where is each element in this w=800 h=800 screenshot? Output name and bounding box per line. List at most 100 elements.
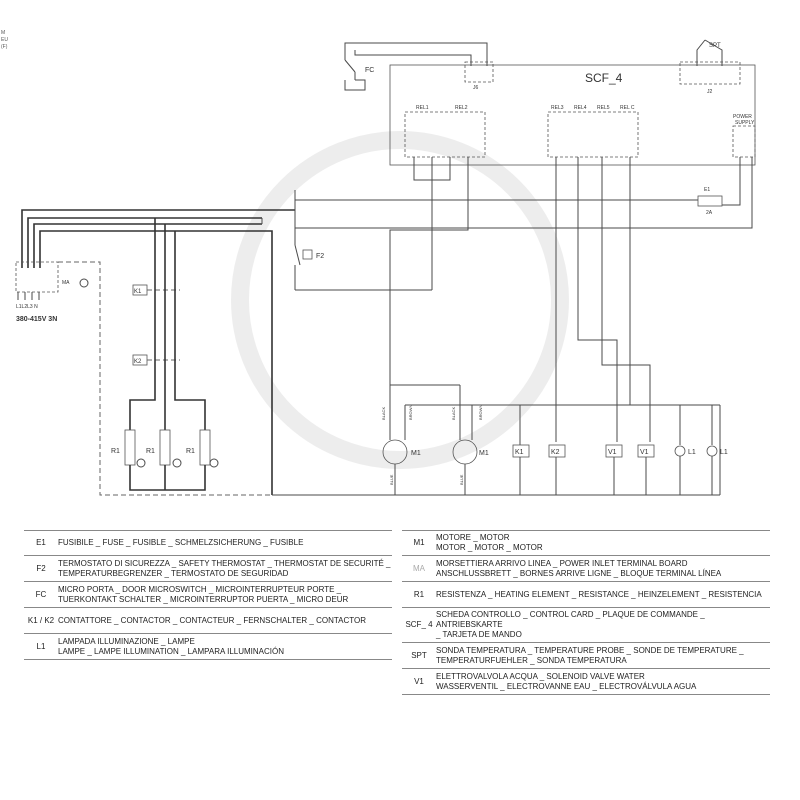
motor-wire-label: BROWN: [478, 405, 483, 420]
legend-desc-line: MORSETTIERA ARRIVO LINEA _ POWER INLET T…: [436, 558, 688, 568]
fuse-e1: E1 2A: [295, 187, 723, 216]
legend-desc-line: TEMPERATURBEGRENZER _ TERMOSTATO DE SEGU…: [58, 568, 289, 578]
legend-code: V1: [414, 676, 424, 686]
motor-label: M1: [411, 450, 421, 457]
lamp-label: L1: [720, 449, 728, 456]
f2-label: F2: [316, 253, 324, 260]
motor-1: M1 BLACK BROWN BLUE: [381, 385, 421, 495]
legend-code: SPT: [411, 650, 427, 660]
supply-phases: L1L2L3 N: [16, 304, 38, 310]
motor-wire-label: BLUE: [459, 474, 464, 485]
legend-code: E1: [36, 538, 46, 547]
legend-code: L1: [36, 641, 46, 651]
fuse-label: E1: [704, 187, 710, 193]
fuse-rating: 2A: [706, 210, 713, 216]
motor-2: M1 BLACK BROWN BLUE: [390, 384, 630, 495]
legend-desc-line: MICRO PORTA _ DOOR MICROSWITCH _ MICROIN…: [58, 584, 342, 594]
legend-desc-line: TEMPERATURFUEHLER _ SONDA TEMPERATURA: [436, 655, 627, 665]
valve-label: V1: [608, 449, 617, 456]
relay-label: REL3: [551, 105, 564, 111]
heater-label: R1: [146, 448, 155, 455]
legend-code: K1 / K2: [27, 615, 55, 625]
legend-desc-line: WASSERVENTIL _ ELECTROVANNE EAU _ ELECTR…: [436, 681, 697, 691]
legend-desc: ELETTROVALVOLA ACQUA _ SOLENOID VALVE WA…: [436, 672, 696, 692]
corner-mark: (F): [1, 44, 8, 50]
legend-desc-line: RESISTENZA _ HEATING ELEMENT _ RESISTANC…: [436, 589, 762, 599]
board-title: SCF_4: [585, 71, 623, 85]
legend-desc: FUSIBILE _ FUSE _ FUSIBLE _ SCHMELZSICHE…: [58, 538, 303, 548]
thermostat-f2: F2: [294, 244, 324, 266]
legend-desc-line: CONTATTORE _ CONTACTOR _ CONTACTEUR _ FE…: [58, 615, 367, 625]
ma-label: MA: [62, 280, 70, 286]
supply-voltage: 380-415V 3N: [16, 316, 57, 323]
coil-label: K2: [551, 449, 560, 456]
corner-mark: M: [1, 30, 6, 36]
fc-label: FC: [365, 67, 374, 74]
heater-branch: R1 R1 R1: [111, 218, 219, 491]
motor-wire-label: BLACK: [381, 407, 386, 420]
legend-row: K1 / K2 CONTATTORE _ CONTACTOR _ CONTACT…: [24, 608, 392, 634]
j6-connector: J6 FC: [344, 42, 494, 91]
legend-row: MA MORSETTIERA ARRIVO LINEA _ POWER INLE…: [402, 556, 770, 582]
power-supply-line: SUPPLY: [735, 120, 755, 126]
legend-code: R1: [413, 589, 425, 599]
legend-desc-line: ELETTROVALVOLA ACQUA _ SOLENOID VALVE WA…: [436, 671, 645, 681]
watermark: [231, 131, 569, 469]
legend-desc-line: LAMPE _ LAMPE ILLUMINATION _ LAMPARA ILL…: [58, 646, 284, 656]
legend-desc-line: TUERKONTAKT SCHALTER _ MICROINTERRUPTOR …: [58, 594, 349, 604]
legend-desc-line: _ TARJETA DE MANDO: [436, 630, 522, 639]
j2-label: J2: [707, 89, 713, 95]
load-components: K1 K2 V1 V1 L1 L1: [272, 404, 728, 496]
legend-desc: RESISTENZA _ HEATING ELEMENT _ RESISTANC…: [436, 590, 762, 600]
legend-desc-line: ANSCHLUSSBRETT _ BORNES ARRIVE LIGNE _ B…: [436, 568, 722, 578]
heater-label: R1: [186, 448, 195, 455]
legend-desc-line: LAMPADA ILLUMINAZIONE _ LAMPE: [58, 636, 195, 646]
motor-wire-label: BROWN: [408, 405, 413, 420]
power-supply-line: POWER: [733, 114, 752, 120]
control-board: [389, 64, 756, 166]
legend-row: FC MICRO PORTA _ DOOR MICROSWITCH _ MICR…: [24, 582, 392, 608]
legend-row: F2 TERMOSTATO DI SICUREZZA _ SAFETY THER…: [24, 556, 392, 582]
relays: REL1 REL2 REL3 REL4 REL5 REL C POWER SUP…: [404, 105, 756, 158]
relay-wiring: [295, 157, 753, 442]
legend-desc: MORSETTIERA ARRIVO LINEA _ POWER INLET T…: [436, 559, 721, 579]
corner-mark: EU: [1, 37, 8, 43]
legend-row: R1 RESISTENZA _ HEATING ELEMENT _ RESIST…: [402, 582, 770, 608]
legend-desc-line: MOTOR _ MOTOR _ MOTOR: [436, 543, 543, 552]
legend-desc: SCHEDA CONTROLLO _ CONTROL CARD _ PLAQUE…: [436, 610, 770, 640]
corner-marks: M EU (F): [1, 30, 8, 51]
legend-desc-line: SONDA TEMPERATURA _ TEMPERATURE PROBE _ …: [436, 645, 744, 655]
motor-label: M1: [479, 450, 489, 457]
coil-label: K1: [515, 449, 524, 456]
legend-row: V1 ELETTROVALVOLA ACQUA _ SOLENOID VALVE…: [402, 669, 770, 695]
relay-label: REL4: [574, 105, 587, 111]
j6-label: J6: [473, 85, 479, 91]
legend-row: SPT SONDA TEMPERATURA _ TEMPERATURE PROB…: [402, 643, 770, 669]
lamp-label: L1: [688, 449, 696, 456]
legend-desc-line: TERMOSTATO DI SICUREZZA _ SAFETY THERMOS…: [58, 558, 391, 568]
relay-label: REL5: [597, 105, 610, 111]
relay-label: REL2: [455, 105, 468, 111]
legend-desc: MICRO PORTA _ DOOR MICROSWITCH _ MICROIN…: [58, 585, 348, 605]
k1-label: K1: [134, 289, 142, 295]
legend-desc-line: MOTORE _ MOTOR: [436, 533, 510, 542]
heater-label: R1: [111, 448, 120, 455]
legend-code: FC: [35, 589, 47, 599]
valve-label: V1: [640, 449, 649, 456]
relay-label: REL C: [620, 105, 635, 111]
wiring-schematic: SCF_4 J6 FC J2 SPT REL1 REL2 REL3 REL4 R…: [15, 39, 756, 496]
legend-desc-line: SCHEDA CONTROLLO _ CONTROL CARD _ PLAQUE…: [436, 610, 705, 629]
legend-row: E1 FUSIBILE _ FUSE _ FUSIBLE _ SCHMELZSI…: [24, 530, 392, 556]
legend-code: F2: [36, 563, 46, 573]
k2-label: K2: [134, 359, 142, 365]
motor-wire-label: BLACK: [451, 407, 456, 420]
power-supply-label: POWER SUPPLY: [733, 114, 755, 126]
legend-row: SCF_ 4 SCHEDA CONTROLLO _ CONTROL CARD _…: [402, 608, 770, 643]
legend-code: SCF_ 4: [405, 620, 433, 629]
legend-left-column: E1 FUSIBILE _ FUSE _ FUSIBLE _ SCHMELZSI…: [24, 530, 392, 660]
